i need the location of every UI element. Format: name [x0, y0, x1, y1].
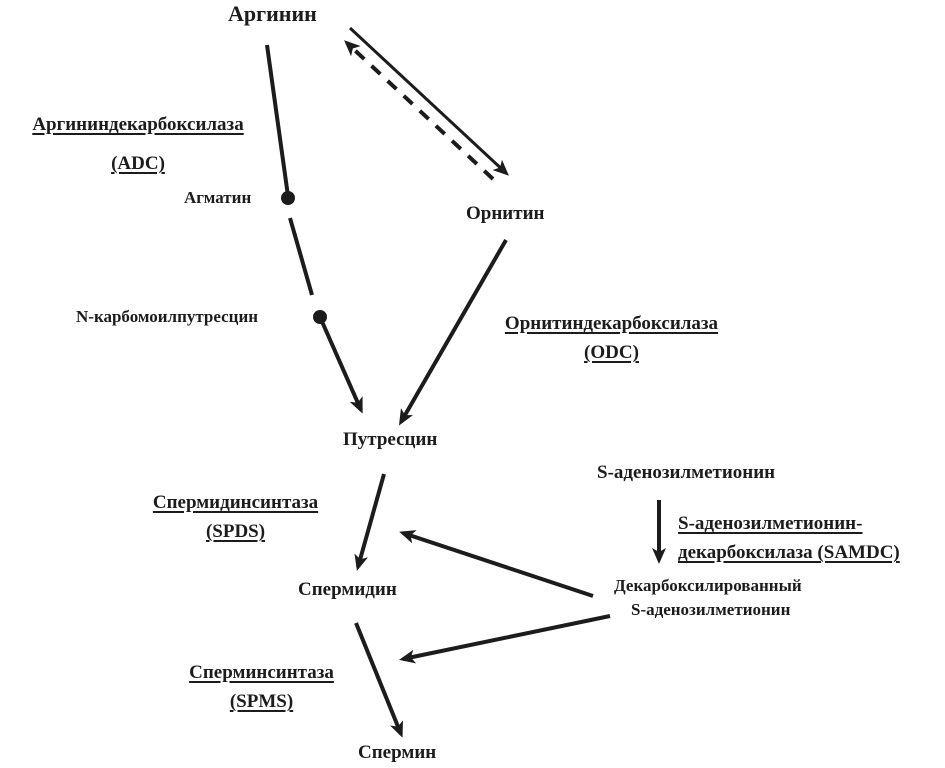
node-n-carbamoylputrescine: N-карбомоилпутресцин	[76, 307, 259, 326]
edge-arginine-agmatine	[265, 44, 290, 197]
edge-ornithine-putrescine	[399, 239, 508, 426]
node-spermine: Спермин	[358, 742, 437, 763]
edge-spermidine-spermine	[354, 622, 403, 738]
enzyme-odc-abbr: (ODC)	[584, 342, 639, 364]
node-spermidine: Спермидин	[298, 579, 397, 600]
edge-ncp-putrescine	[318, 316, 363, 414]
enzyme-samdc-line2: декарбоксилаза (SAMDC)	[678, 542, 900, 564]
enzyme-odc-name: Орнитиндекарбоксилаза	[504, 313, 719, 334]
edge-putrescine-spermidine	[354, 473, 386, 571]
enzyme-adc-name: Аргининдекарбоксилаза	[32, 114, 244, 135]
node-sam: S-аденозилметионин	[597, 462, 776, 483]
enzyme-samdc-line1: S-аденозилметионин-	[678, 513, 863, 534]
node-dcsam-line1: Декарбоксилированный	[614, 576, 802, 595]
enzyme-spms: Сперминсинтаза (SPMS)	[174, 658, 349, 717]
enzyme-samdc: S-аденозилметионин- декарбоксилаза (SAMD…	[678, 509, 900, 568]
enzyme-spms-name: Сперминсинтаза	[189, 662, 334, 683]
node-arginine: Аргинин	[228, 1, 317, 26]
edge-dcsam-spermine	[399, 614, 611, 664]
enzyme-odc: Орнитиндекарбоксилаза (ODC)	[484, 309, 739, 368]
node-dcsam-line2: S-аденозилметионин	[631, 600, 791, 619]
node-ornithine: Орнитин	[466, 203, 545, 224]
enzyme-spds-name: Спермидинсинтаза	[152, 492, 319, 513]
edge-agmatine-ncp	[288, 217, 314, 296]
enzyme-spms-abbr: (SPMS)	[229, 691, 294, 713]
enzyme-adc-abbr: (ADC)	[111, 153, 165, 175]
edge-arginine-ornithine	[348, 26, 509, 176]
node-putrescine: Путресцин	[343, 429, 438, 450]
enzyme-spds-abbr: (SPDS)	[205, 521, 266, 543]
enzyme-spds: Спермидинсинтаза (SPDS)	[137, 488, 334, 547]
agmatine-dot	[281, 191, 295, 205]
enzyme-adc: Аргининдекарбоксилаза (ADC)	[9, 110, 267, 179]
edge-dcsam-spermidine	[399, 530, 594, 598]
node-agmatine: Агматин	[184, 188, 252, 207]
edge-ornithine-arginine-dashed	[344, 40, 495, 181]
